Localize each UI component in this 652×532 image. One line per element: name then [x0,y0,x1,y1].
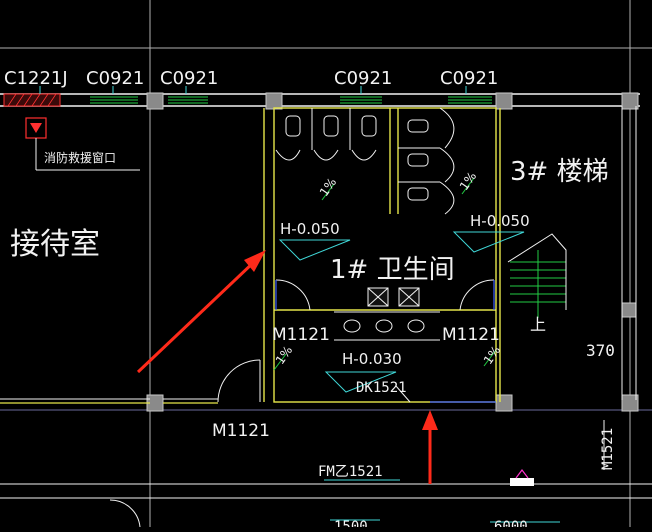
exterior-wall-top [0,93,640,107]
label-door-m1521: M1521 [600,428,616,470]
window-tag-leaders [39,86,467,94]
label-slope-2: 1% [457,169,479,193]
fire-rescue-marker [25,117,140,171]
slope-arrows [273,177,497,371]
window-c1221j-hatch [3,93,61,107]
label-c1221j: C1221J [4,68,68,89]
toilet-fixtures [285,115,429,201]
label-c0921-d: C0921 [440,68,498,89]
label-c0921-a: C0921 [86,68,144,89]
window-lines [90,96,492,104]
label-dim-1500: 1500 [334,519,368,527]
restroom-walls [263,107,501,403]
label-door-m1121-right: M1121 [442,325,500,345]
floor-drains [367,287,420,307]
label-elev-right: H-0.050 [470,212,530,230]
label-elev-bottom: H-0.030 [342,350,402,368]
label-dim-370: 370 [586,341,615,360]
label-door-fmz1521: FM乙1521 [318,464,383,480]
label-dim-6000: 6000 [494,519,528,527]
label-reception-room: 接待室 [10,227,100,262]
door-swings [109,279,495,528]
label-c0921-c: C0921 [334,68,392,89]
stair-treads [510,250,566,318]
label-elev-left: H-0.050 [280,220,340,238]
label-door-dk1521: DK1521 [356,380,407,396]
dk1521-leader [395,385,411,403]
door-openings [275,280,496,403]
stall-partitions [275,107,455,215]
label-fire-rescue-window: 消防救援窗口 [44,150,116,165]
structural-columns [146,92,639,412]
stair-outline [507,233,567,310]
label-restroom: 1# 卫生间 [330,255,455,285]
label-slope-3: 1% [273,343,295,367]
red-annotation-arrows [136,250,438,484]
dim-lines-bottom [330,519,560,523]
label-c0921-b: C0921 [160,68,218,89]
elevation-markers [278,231,525,393]
corridor-lines [0,479,652,499]
label-stair-up: 上 [530,315,546,334]
label-stair: 3# 楼梯 [510,157,609,187]
label-door-m1121-left: M1121 [272,325,330,345]
right-walls [603,106,637,470]
label-slope-1: 1% [317,175,339,199]
sink-fixtures [334,311,440,341]
label-door-m1121-bottom: M1121 [212,421,270,441]
equipment-symbol [510,469,534,486]
